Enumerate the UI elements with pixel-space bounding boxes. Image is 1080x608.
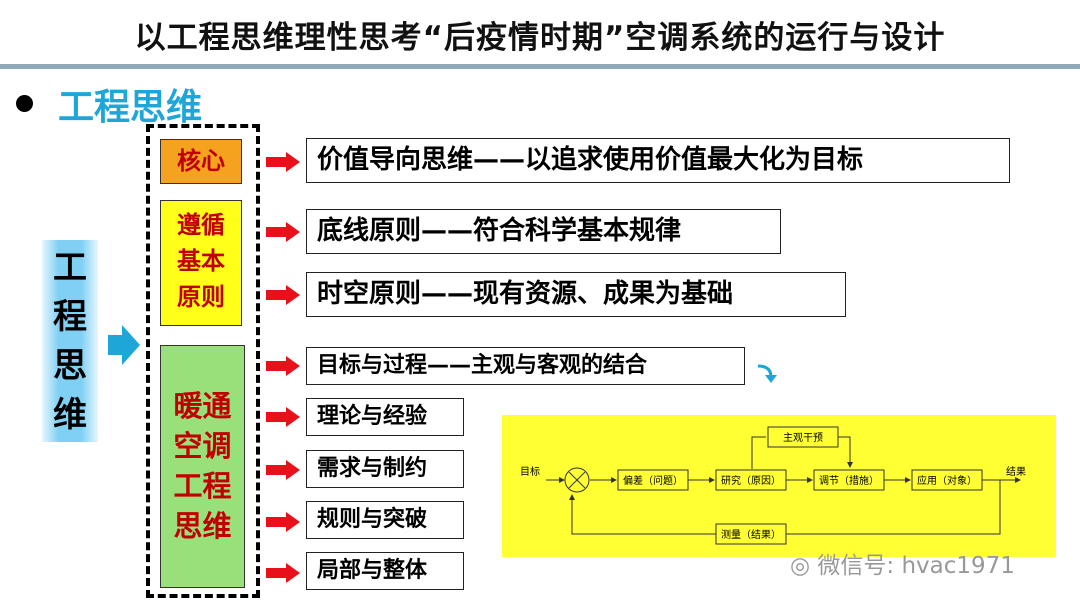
principle-bottom-line: 底线原则——符合科学基本规律 — [306, 209, 781, 254]
flow-measure-label: 测量（结果） — [721, 528, 781, 541]
flow-research-label: 研究（原因） — [721, 474, 781, 487]
flow-input-label: 目标 — [520, 466, 540, 478]
bullet-icon — [16, 95, 33, 112]
arrow-right-icon — [266, 285, 300, 305]
vertical-label-char: 程 — [53, 297, 87, 337]
principle-space-time: 时空原则——现有资源、成果为基础 — [306, 272, 846, 317]
category-hvac-thinking: 暖通 空调 工程 思维 — [160, 345, 245, 588]
curved-arrow-icon — [757, 364, 777, 383]
item-theory-experience: 理论与经验 — [306, 398, 464, 436]
vertical-label-char: 工 — [53, 248, 87, 288]
control-loop-svg: 目标 结果 偏差（问题） 研究（原因） 调节（措施） 应用（对象） 主观干预 测… — [520, 426, 1026, 545]
item-goal-process: 目标与过程——主观与客观的结合 — [306, 347, 745, 385]
arrow-right-icon — [108, 325, 140, 365]
item-part-whole: 局部与整体 — [306, 552, 464, 590]
flow-output-label: 结果 — [1006, 465, 1026, 478]
category-core: 核心 — [160, 139, 242, 184]
item-demand-constraint: 需求与制约 — [306, 450, 464, 488]
principle-value-oriented: 价值导向思维——以追求使用价值最大化为目标 — [306, 138, 1010, 183]
wechat-icon: ◎ — [790, 553, 818, 579]
arrow-right-icon — [266, 222, 300, 242]
arrow-right-icon — [266, 460, 300, 480]
section-heading: 工程思维 — [58, 87, 203, 128]
vertical-label-char: 思 — [53, 346, 87, 386]
vertical-label-char: 维 — [53, 395, 87, 435]
watermark-text: 微信号: hvac1971 — [817, 553, 1015, 579]
title-divider — [0, 64, 1080, 69]
flow-apply-label: 应用（对象） — [917, 474, 977, 487]
control-loop-diagram: 目标 结果 偏差（问题） 研究（原因） 调节（措施） 应用（对象） 主观干预 测… — [502, 415, 1056, 557]
arrow-right-icon — [266, 356, 300, 376]
flow-intervention-label: 主观干预 — [783, 432, 823, 444]
category-line: 原则 — [177, 283, 225, 311]
watermark: ◎ 微信号: hvac1971 — [790, 546, 1015, 580]
arrow-right-icon — [266, 512, 300, 532]
arrow-right-icon — [266, 407, 300, 427]
page-title: 以工程思维理性思考“后疫情时期”空调系统的运行与设计 — [134, 20, 946, 56]
category-line: 基本 — [177, 247, 225, 275]
category-line: 思维 — [173, 509, 232, 543]
flow-adjust-label: 调节（措施） — [819, 474, 879, 487]
category-line: 暖通 — [173, 389, 232, 423]
category-line: 空调 — [173, 429, 232, 463]
item-rule-breakthrough: 规则与突破 — [306, 501, 464, 539]
arrow-right-icon — [266, 563, 300, 583]
arrow-right-icon — [266, 152, 300, 172]
category-line: 工程 — [173, 469, 232, 503]
flow-deviation-label: 偏差（问题） — [623, 474, 683, 487]
category-group — [146, 124, 260, 598]
category-basic-principles: 遵循 基本 原则 — [160, 200, 242, 326]
category-line: 遵循 — [177, 211, 225, 239]
vertical-label: 工 程 思 维 — [42, 240, 98, 442]
